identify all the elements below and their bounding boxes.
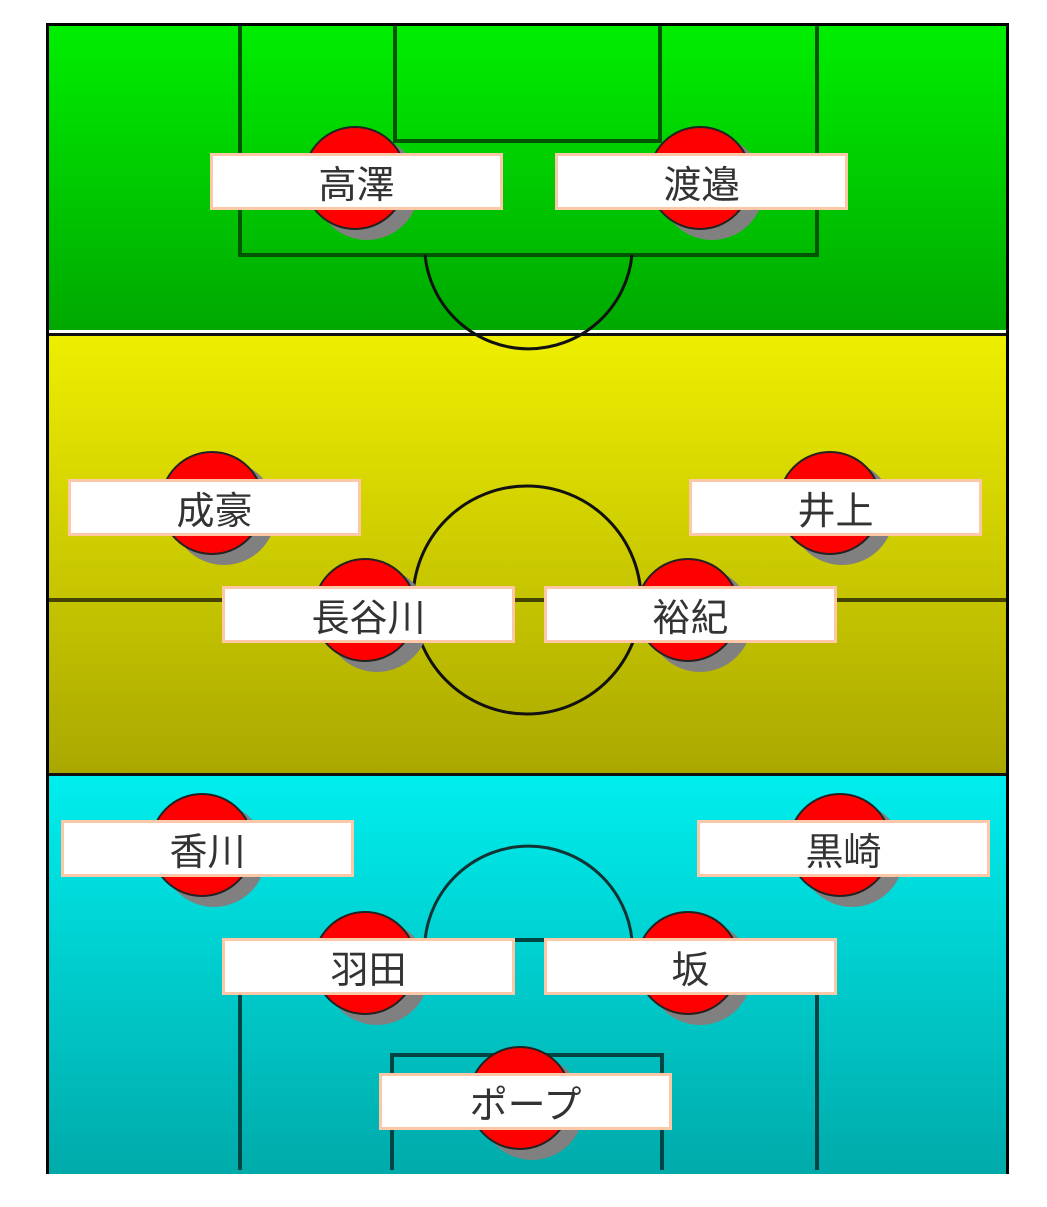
player-name-label: 黒崎	[697, 820, 990, 877]
player-name-label: 香川	[61, 820, 354, 877]
player-name-label: 渡邉	[555, 153, 848, 210]
player-name-label: 羽田	[222, 938, 515, 995]
attacking-penalty-box	[238, 26, 819, 257]
player-name-label: 長谷川	[222, 586, 515, 643]
player-name-label: ポープ	[379, 1073, 672, 1130]
player-name-label: 坂	[544, 938, 837, 995]
player-name-label: 成豪	[68, 479, 361, 536]
defensive-penalty-arc	[423, 844, 634, 941]
player-name-label: 井上	[689, 479, 982, 536]
attacking-penalty-arc	[423, 254, 634, 351]
player-name-label: 裕紀	[544, 586, 837, 643]
attacking-goal-area	[393, 26, 662, 143]
player-name-label: 高澤	[210, 153, 503, 210]
defensive-penalty-box	[238, 938, 819, 1170]
